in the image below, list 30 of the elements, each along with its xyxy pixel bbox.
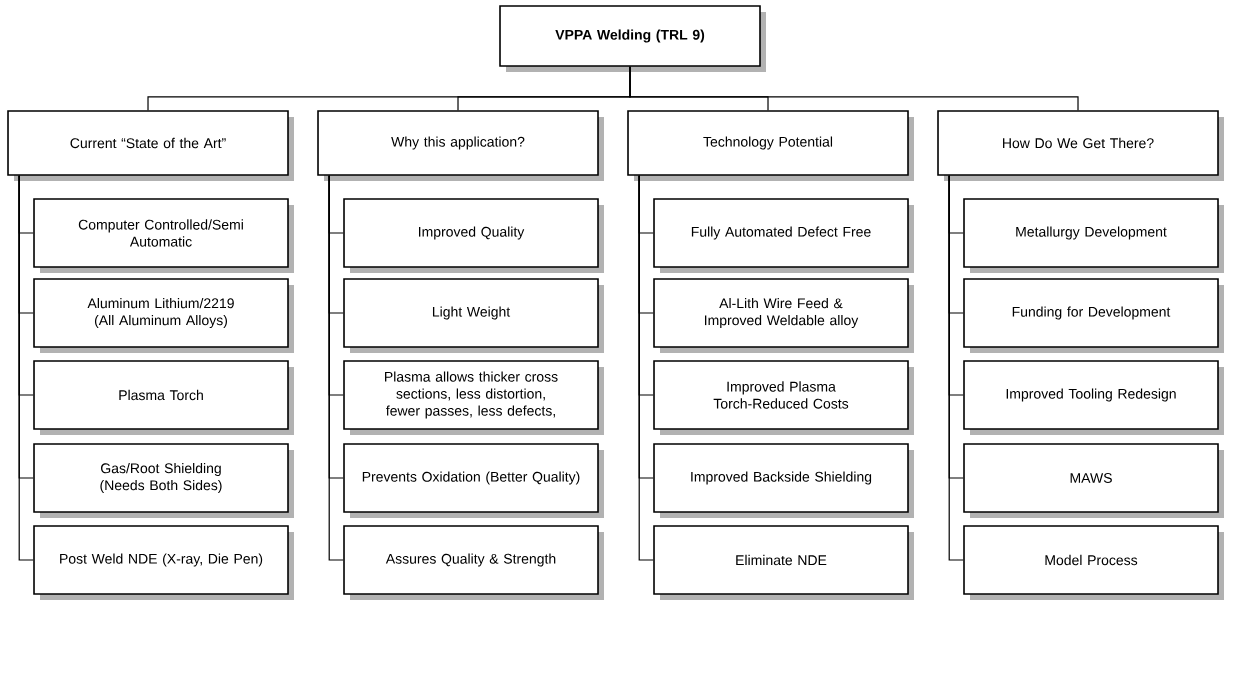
box: Gas/Root Shielding (Needs Both Sides) xyxy=(33,443,294,518)
box: MAWS xyxy=(963,443,1224,518)
box: VPPA Welding (TRL 9) xyxy=(499,5,766,72)
box: Computer Controlled/Semi Automatic xyxy=(33,198,294,273)
box: Improved Tooling Redesign xyxy=(963,360,1224,435)
box: Improved Backside Shielding xyxy=(653,443,914,518)
connector-line xyxy=(18,175,34,561)
box: Plasma Torch xyxy=(33,360,294,435)
connector-line xyxy=(638,175,654,561)
box: Improved Plasma Torch-Reduced Costs xyxy=(653,360,914,435)
box: Funding for Development xyxy=(963,278,1224,353)
box: Current “State of the Art” xyxy=(7,110,294,181)
box: Technology Potential xyxy=(627,110,914,181)
box: Light Weight xyxy=(343,278,604,353)
box: Metallurgy Development xyxy=(963,198,1224,273)
box: Aluminum Lithium/2219 (All Aluminum Alloys) xyxy=(33,278,294,353)
box: Eliminate NDE xyxy=(653,525,914,600)
box: Prevents Oxidation (Better Quality) xyxy=(343,443,604,518)
connector-line xyxy=(948,175,964,561)
box: Plasma allows thicker cross sections, less distortion, fewer passes, less defects, xyxy=(343,360,604,435)
box: Improved Quality xyxy=(343,198,604,273)
box: Post Weld NDE (X-ray, Die Pen) xyxy=(33,525,294,600)
box: Assures Quality & Strength xyxy=(343,525,604,600)
box: How Do We Get There? xyxy=(937,110,1224,181)
box: Model Process xyxy=(963,525,1224,600)
box: Al-Lith Wire Feed & Improved Weldable alloy xyxy=(653,278,914,353)
box: Fully Automated Defect Free xyxy=(653,198,914,273)
connector-line xyxy=(328,175,344,561)
box: Why this application? xyxy=(317,110,604,181)
connector-line xyxy=(629,66,1079,111)
